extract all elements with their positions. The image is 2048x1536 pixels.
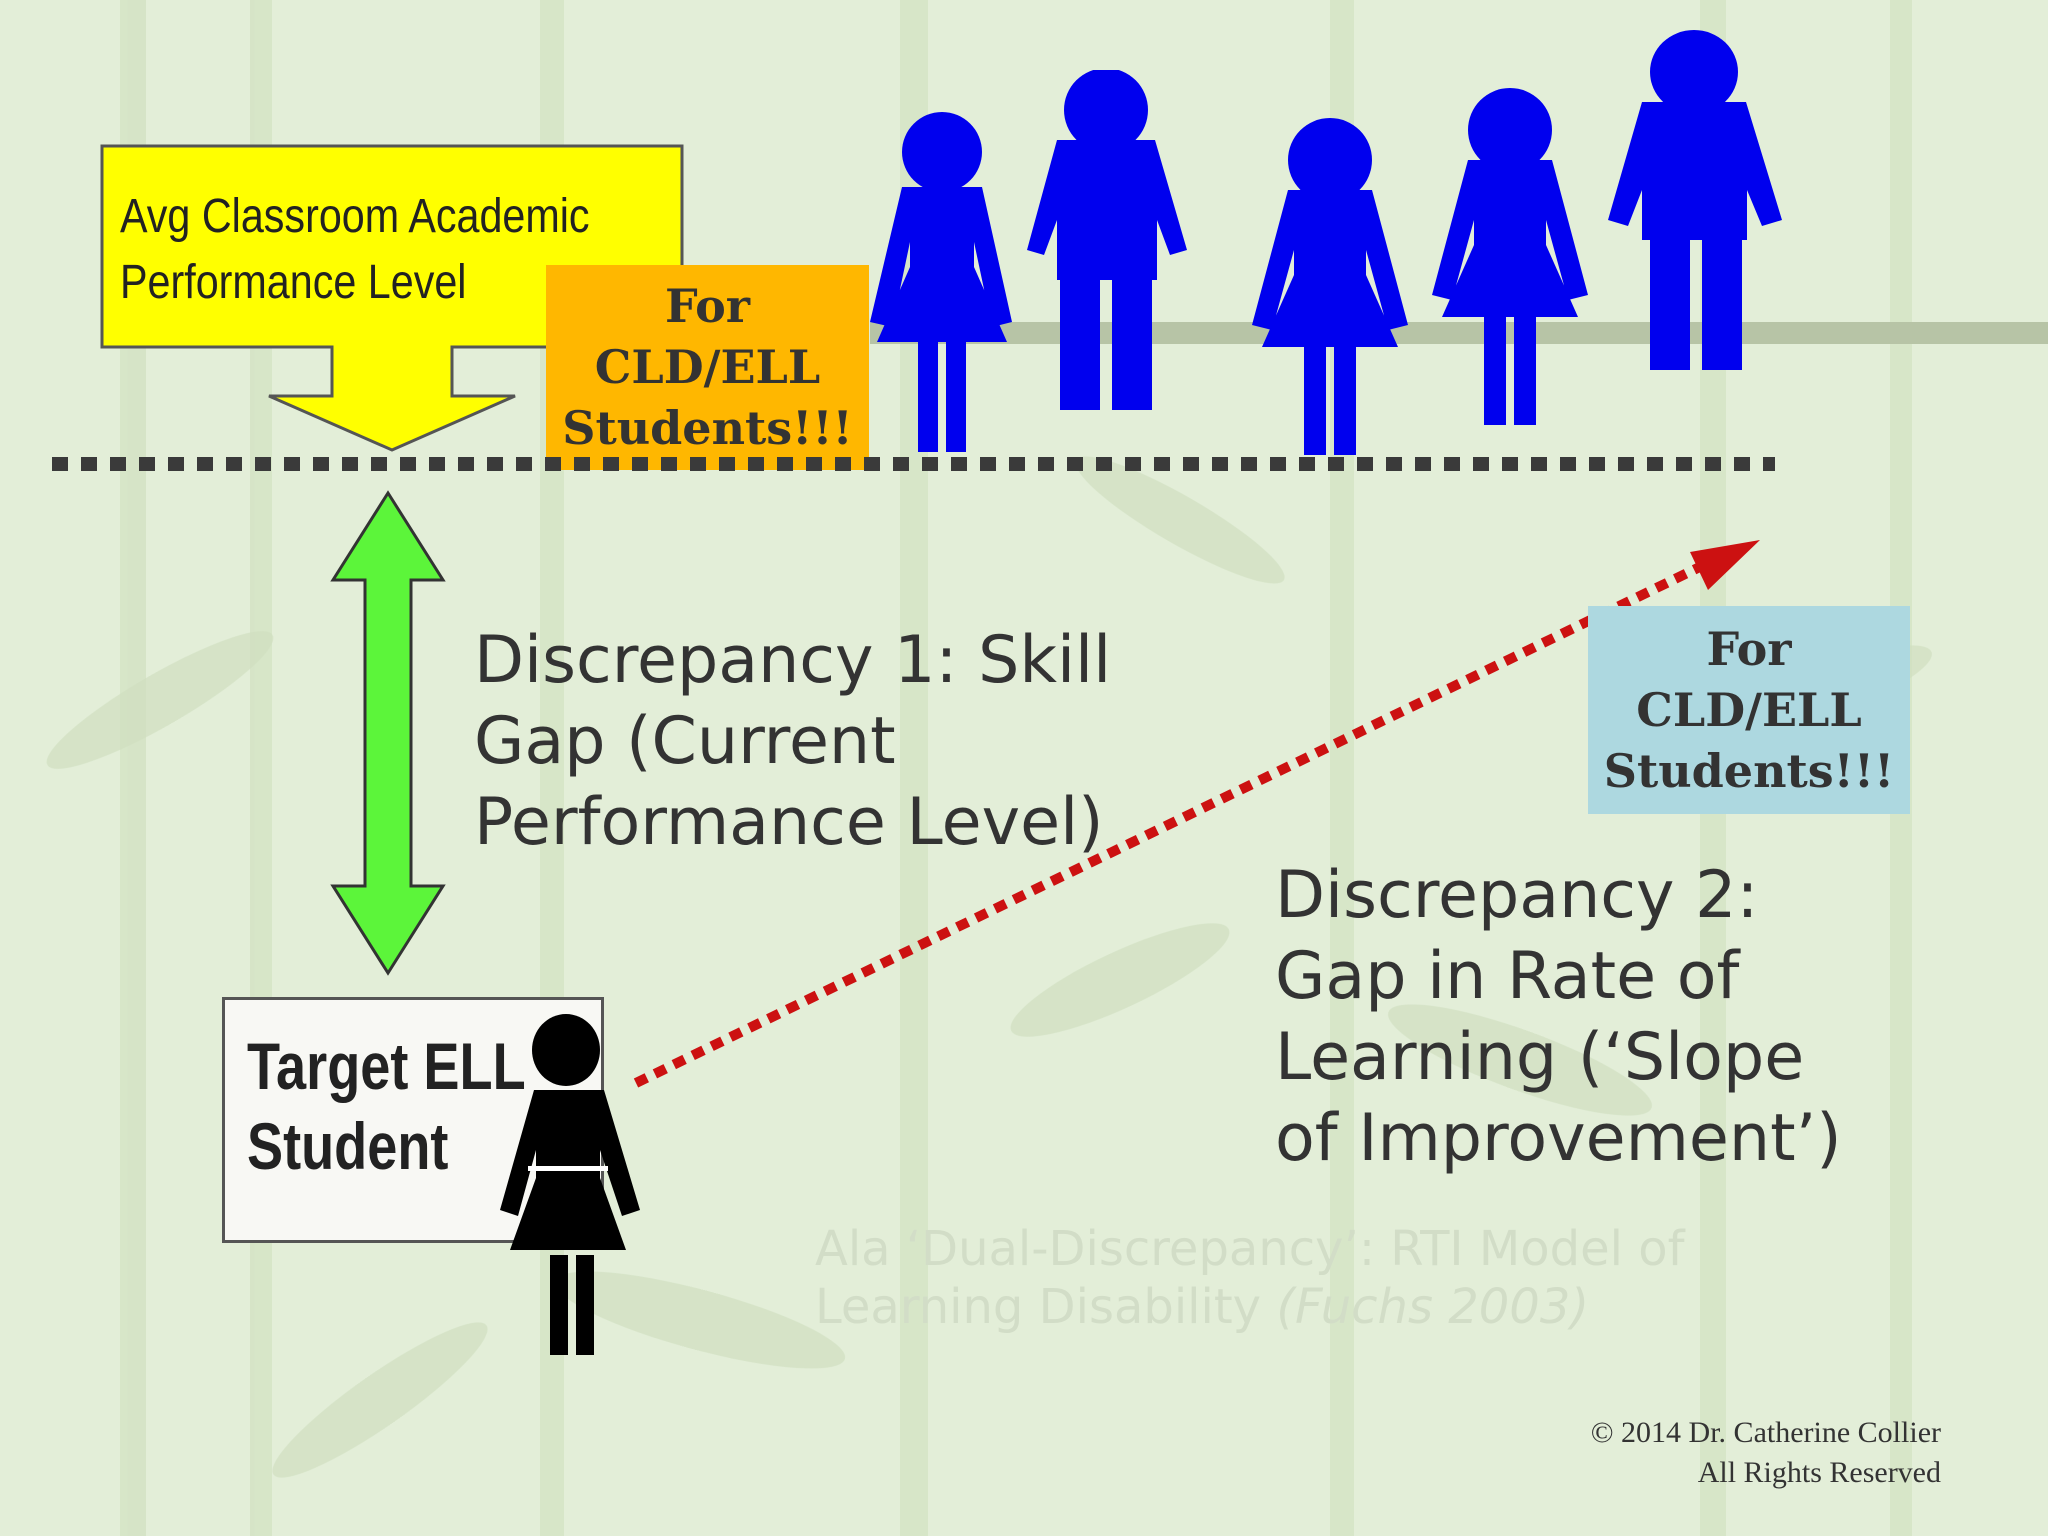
discrepancy-2-line-2: Gap in Rate of bbox=[1275, 939, 1740, 1014]
cld-ell-badge-top: For CLD/ELL Students!!! bbox=[546, 265, 869, 470]
average-performance-line bbox=[52, 457, 1775, 471]
girl-figure-icon bbox=[500, 1014, 640, 1355]
discrepancy-2-line-3: Learning (‘Slope bbox=[1275, 1020, 1805, 1095]
citation-line-1: Ala ‘Dual-Discrepancy’: RTI Model of bbox=[815, 1221, 1685, 1277]
girl-figure-icon bbox=[870, 112, 1012, 452]
copyright-line-1: © 2014 Dr. Catherine Collier bbox=[1590, 1416, 1941, 1449]
girl-figure-icon bbox=[1252, 118, 1408, 455]
citation-source: (Fuchs 2003) bbox=[1276, 1279, 1590, 1335]
discrepancy-1-line-1: Discrepancy 1: Skill bbox=[474, 623, 1112, 698]
badge-top-line-2: CLD/ELL bbox=[594, 340, 821, 394]
discrepancy-1-line-3: Performance Level) bbox=[474, 785, 1104, 860]
boy-figure-icon bbox=[1608, 30, 1782, 370]
target-line-1: Target ELL bbox=[247, 1029, 526, 1103]
badge-right-line-2: CLD/ELL bbox=[1636, 682, 1862, 737]
discrepancy-1-line-2: Gap (Current bbox=[474, 704, 896, 779]
citation-line-2: Learning Disability (Fuchs 2003) bbox=[815, 1278, 1815, 1336]
citation-line-2-plain: Learning Disability bbox=[815, 1279, 1277, 1335]
girl-figure-icon bbox=[1432, 88, 1588, 425]
cld-ell-badge-right: For CLD/ELL Students!!! bbox=[1588, 606, 1910, 814]
classroom-level-callout: Avg Classroom Academic Performance Level bbox=[100, 144, 690, 454]
badge-top-line-3: Students!!! bbox=[562, 401, 853, 455]
discrepancy-2-line-1: Discrepancy 2: bbox=[1275, 858, 1759, 933]
discrepancy-1-text: Discrepancy 1: Skill Gap (Current Perfor… bbox=[474, 620, 1111, 863]
skill-gap-arrow bbox=[330, 490, 446, 976]
boy-figure-icon bbox=[1027, 70, 1187, 410]
copyright-line-2: All Rights Reserved bbox=[1697, 1456, 1941, 1489]
badge-right-line-3: Students!!! bbox=[1603, 743, 1895, 798]
slope-of-improvement-arrow bbox=[633, 540, 1760, 1088]
citation-text: Ala ‘Dual-Discrepancy’: RTI Model of Lea… bbox=[815, 1220, 1815, 1336]
copyright-notice: © 2014 Dr. Catherine Collier All Rights … bbox=[1591, 1413, 1941, 1493]
target-student-label: Target ELL Student bbox=[247, 1026, 526, 1186]
callout-line-2: Performance Level bbox=[120, 256, 467, 309]
badge-top-line-1: For bbox=[664, 279, 751, 333]
discrepancy-2-line-4: of Improvement’) bbox=[1275, 1101, 1842, 1176]
discrepancy-2-text: Discrepancy 2: Gap in Rate of Learning (… bbox=[1275, 855, 1842, 1179]
callout-label: Avg Classroom Academic Performance Level bbox=[120, 184, 602, 316]
target-line-2: Student bbox=[247, 1109, 449, 1183]
badge-right-line-1: For bbox=[1706, 621, 1792, 676]
callout-line-1: Avg Classroom Academic bbox=[120, 190, 590, 243]
